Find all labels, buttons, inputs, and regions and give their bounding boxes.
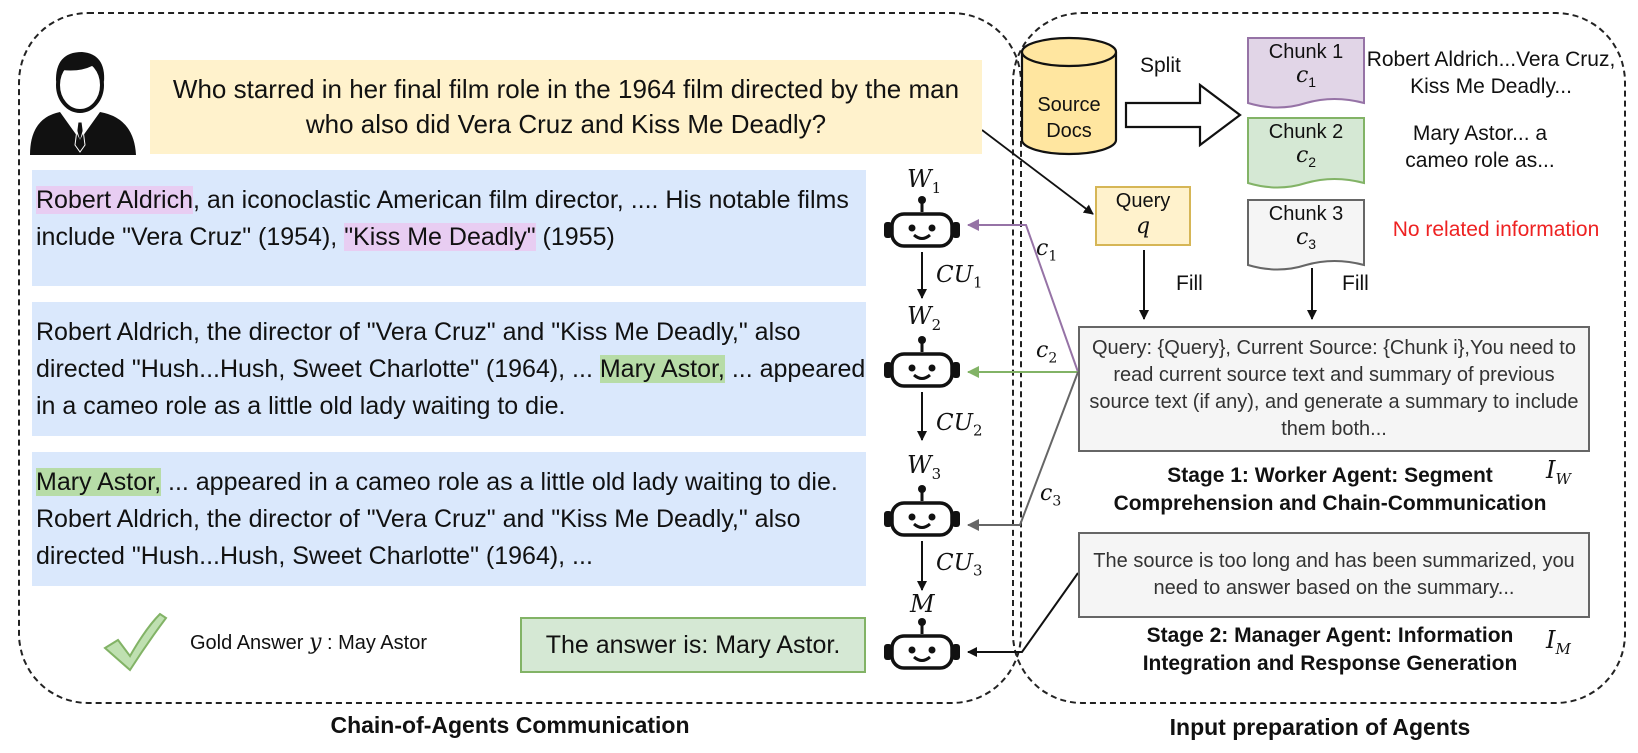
context-text: (1955) <box>535 223 615 251</box>
question-text: Who starred in her final film role in th… <box>172 74 960 139</box>
chunk-2-shape <box>1247 117 1365 189</box>
cu1-label: CU1 <box>936 262 983 292</box>
split-arrow <box>1124 82 1242 148</box>
highlight-green: Mary Astor, <box>36 468 162 496</box>
c3-edge <box>967 371 1079 531</box>
robot-icon <box>882 616 962 670</box>
agent-label-w1: W1 <box>907 165 942 197</box>
agent-label-w3: W3 <box>907 451 942 483</box>
context-text: , an iconoclastic American film director… <box>36 186 849 251</box>
database-icon <box>1020 36 1118 156</box>
final-answer-box: The answer is: Mary Astor. <box>520 617 866 673</box>
chunk-2-desc: Mary Astor... a cameo role as... <box>1405 122 1555 172</box>
right-caption: Input preparation of Agents <box>1169 714 1471 740</box>
split-label: Split <box>1140 54 1181 77</box>
fill-label-chunk: Fill <box>1342 272 1369 295</box>
chunk-3-desc: No related information <box>1392 218 1600 241</box>
highlight-purple: "Kiss Me Deadly" <box>344 223 536 251</box>
context-text: ... appeared in a cameo role as a little… <box>36 355 866 420</box>
highlight-purple: Robert Aldrich <box>36 186 194 214</box>
chunk-3-shape <box>1247 199 1365 271</box>
manager-symbol: IM <box>1546 626 1571 658</box>
manager-instruction-box: The source is too long and has been summ… <box>1078 532 1590 618</box>
left-caption: Chain-of-Agents Communication <box>330 712 690 738</box>
source-docs-label: Source Docs <box>1037 94 1101 142</box>
stage-2-label: Stage 2: Manager Agent: Information Inte… <box>1142 624 1518 675</box>
robot-icon <box>882 194 962 248</box>
final-answer-text: The answer is: Mary Astor. <box>545 630 841 659</box>
context-block-3: Mary Astor, ... appeared in a cameo role… <box>32 452 866 586</box>
agent-label-w2: W2 <box>907 302 942 334</box>
c3-edge-label: c3 <box>1040 481 1062 510</box>
context-text: ... appeared in a cameo role as a little… <box>36 468 838 570</box>
agent-label-m: M <box>910 590 935 618</box>
chunk-1-shape <box>1247 37 1365 109</box>
checkmark-icon <box>103 612 168 672</box>
question-box: Who starred in her final film role in th… <box>150 60 982 154</box>
manager-instruction-arrow <box>967 572 1079 657</box>
gold-answer: Gold Answer y : May Astor <box>190 630 427 655</box>
cu3-label: CU3 <box>936 550 983 580</box>
user-avatar-icon <box>30 52 136 155</box>
context-block-1: Robert Aldrich, an iconoclastic American… <box>32 170 866 286</box>
input-prep-panel <box>1012 12 1626 704</box>
c1-edge <box>967 219 1079 373</box>
question-to-query-arrow <box>981 129 1094 215</box>
chunk-1-desc: Robert Aldrich...Vera Cruz, Kiss Me Dead… <box>1366 48 1616 98</box>
highlight-green: Mary Astor, <box>599 355 725 383</box>
cu2-label: CU2 <box>936 410 983 440</box>
worker-instruction-box: Query: {Query}, Current Source: {Chunk i… <box>1078 326 1590 452</box>
c1-edge-label: c1 <box>1036 236 1058 265</box>
robot-icon <box>882 334 962 388</box>
c2-edge-label: c2 <box>1036 338 1058 367</box>
stage-1-label: Stage 1: Worker Agent: Segment Comprehen… <box>1113 464 1547 515</box>
fill-label-query: Fill <box>1176 272 1203 295</box>
chain-panel <box>18 12 1022 704</box>
worker-symbol: IW <box>1546 456 1571 488</box>
context-text: Robert Aldrich, the director of "Vera Cr… <box>36 318 801 383</box>
context-block-2: Robert Aldrich, the director of "Vera Cr… <box>32 302 866 436</box>
robot-icon <box>882 483 962 537</box>
